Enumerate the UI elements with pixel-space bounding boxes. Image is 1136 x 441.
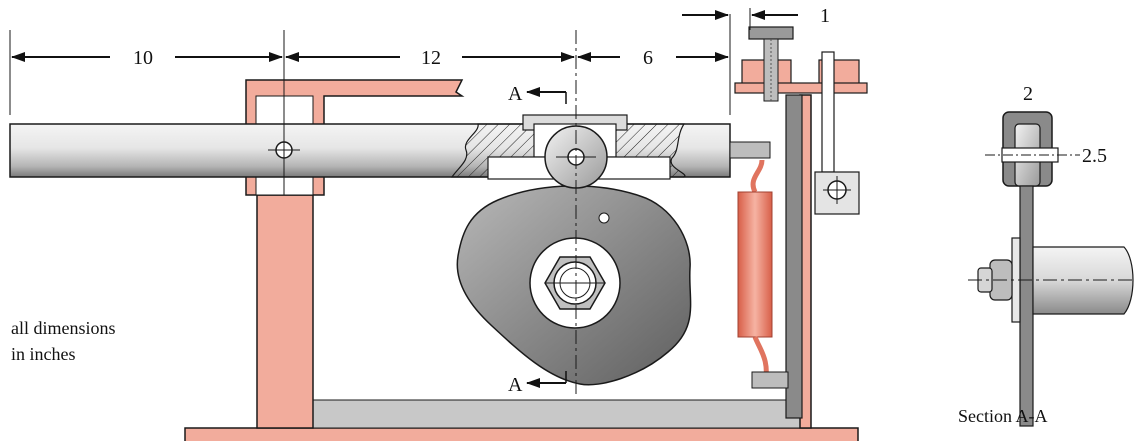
left-post <box>256 194 314 429</box>
arm-end-bolt <box>729 141 771 159</box>
dim-12-label: 12 <box>421 47 441 69</box>
section-label-top: A <box>508 83 523 105</box>
units-note-line-2: in inches <box>11 344 76 364</box>
base-plate <box>184 427 859 441</box>
spring-anchor-bolt <box>751 371 789 389</box>
link-rod <box>821 51 835 173</box>
cam-small-hole <box>598 212 610 224</box>
dim-1-label: 1 <box>820 5 830 27</box>
section-dim-2-label: 2 <box>1023 83 1033 105</box>
section-label-bottom: A <box>508 374 523 396</box>
tension-spring <box>737 191 773 338</box>
units-note: all dimensions in inches <box>11 315 116 367</box>
dim-10-label: 10 <box>133 47 153 69</box>
top-right-shelf <box>734 82 868 94</box>
spring-hook-top <box>750 159 765 194</box>
adjust-knob <box>748 26 794 40</box>
section-dim-2-5-label: 2.5 <box>1082 145 1107 167</box>
section-arm <box>1019 185 1034 427</box>
base-gray-plate <box>312 399 801 429</box>
section-shaft <box>1032 246 1134 315</box>
right-plate <box>785 94 803 419</box>
units-note-line-1: all dimensions <box>11 318 116 338</box>
section-caption: Section A-A <box>958 406 1048 426</box>
section-aa-view <box>968 111 1136 427</box>
dim-6-label: 6 <box>643 47 653 69</box>
